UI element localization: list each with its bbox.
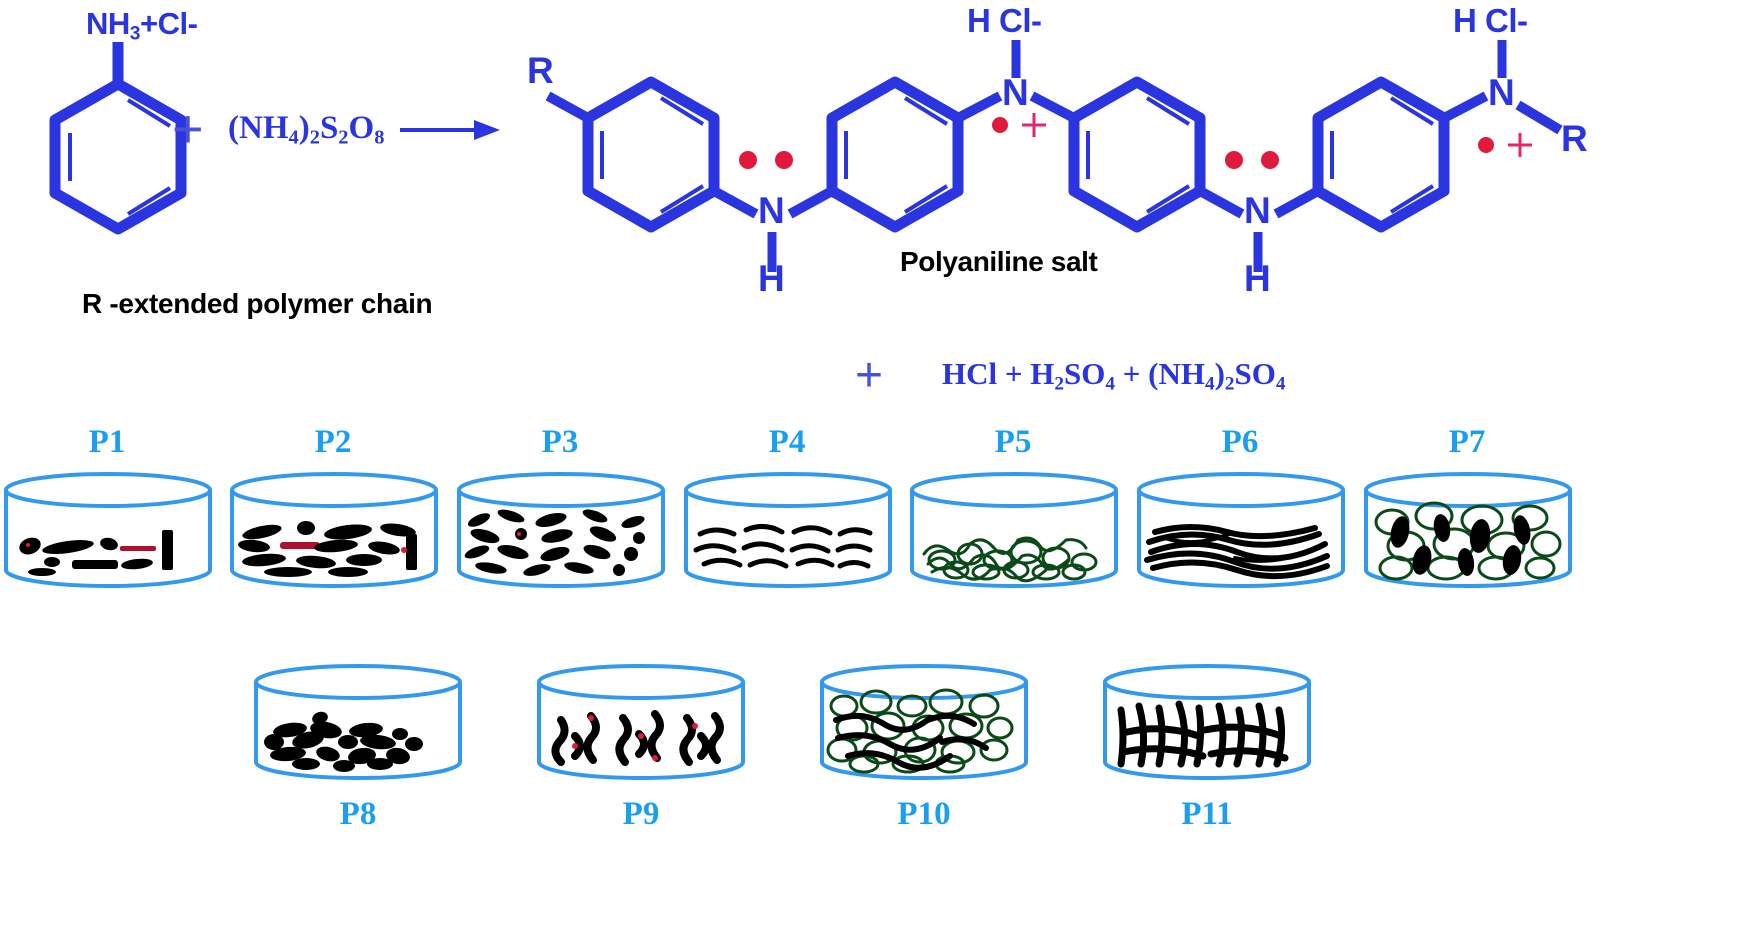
polymer-ring-d	[1312, 40, 1563, 233]
dish-contents-p11	[1117, 700, 1289, 768]
sample-label-p11: P11	[1181, 796, 1233, 832]
sample-dish-p4[interactable]	[682, 468, 894, 598]
dish-outline-p5	[910, 472, 1118, 588]
sample-label-p1: P1	[88, 424, 126, 460]
hydrogen-atom-1: H	[758, 258, 785, 299]
positive-charge-n2	[1022, 113, 1046, 137]
dish-outline-p4	[684, 472, 892, 588]
byproduct-plus-sign: +	[855, 349, 884, 402]
radical-dot-n4	[1478, 137, 1494, 153]
dish-contents-p10-coils	[826, 688, 1014, 774]
dish-contents-p6	[1144, 524, 1330, 580]
polyaniline-salt-label: Polyaniline salt	[900, 246, 1098, 277]
dish-outline-p8	[254, 664, 462, 780]
radical-dot-n2	[992, 117, 1008, 133]
sample-dish-p9[interactable]	[535, 660, 747, 790]
hcl-counterion-2: H Cl-	[1453, 2, 1528, 39]
dish-contents-p10-fibers	[833, 712, 989, 771]
dish-contents-p5	[922, 536, 1098, 583]
sample-label-p3: P3	[541, 424, 579, 460]
reaction-arrow	[400, 120, 500, 140]
aniline-ring	[49, 42, 187, 235]
dish-outline-p2	[230, 472, 438, 588]
dish-contents-p2	[238, 521, 417, 577]
sample-dish-p2[interactable]	[228, 468, 440, 598]
dish-contents-p3	[464, 509, 645, 576]
hydrogen-atom-3: H	[1244, 258, 1271, 299]
positive-charge-n4	[1508, 133, 1532, 157]
sample-dish-p10[interactable]	[818, 660, 1030, 790]
nitrogen-atom-4: N	[1488, 72, 1515, 113]
nitrogen-atom-2: N	[1002, 72, 1029, 113]
polymer-ring-a	[545, 76, 835, 272]
sample-label-p2: P2	[314, 424, 352, 460]
sample-dish-p6[interactable]	[1135, 468, 1347, 598]
aniline-hydrochloride-label: NH3+Cl-	[86, 6, 198, 45]
sample-label-p6: P6	[1221, 424, 1259, 460]
hcl-counterion-1: H Cl-	[967, 2, 1042, 39]
sample-label-p10: P10	[897, 796, 951, 832]
lone-pair-dots-n1	[739, 151, 793, 169]
sample-label-p5: P5	[994, 424, 1032, 460]
dish-outline-p6	[1137, 472, 1345, 588]
dish-contents-p1	[19, 530, 173, 576]
byproducts-label: HCl + H2SO4 + (NH4)2SO4	[942, 356, 1286, 395]
dish-contents-p8	[264, 711, 423, 772]
dish-outline-p3	[457, 472, 665, 588]
dish-outline-p1	[4, 472, 212, 588]
reactant-plus-sign: +	[172, 99, 204, 159]
r-group-left-label: R	[527, 50, 554, 91]
sample-dish-p7[interactable]	[1362, 468, 1574, 598]
nitrogen-atom-1: N	[758, 190, 785, 231]
dish-contents-p9-dots	[572, 715, 698, 761]
dish-contents-p7-grains	[1390, 514, 1531, 576]
sample-dish-p1[interactable]	[2, 468, 214, 598]
ammonium-persulfate-label: (NH4)2S2O8	[228, 110, 385, 149]
dish-outline-p9	[537, 664, 745, 780]
reaction-scheme-svg	[49, 40, 1563, 272]
nitrogen-atom-3: N	[1244, 190, 1271, 231]
sample-dish-p8[interactable]	[252, 660, 464, 790]
sample-dish-p3[interactable]	[455, 468, 667, 598]
dish-outline-p11	[1103, 664, 1311, 780]
lone-pair-dots-n3	[1225, 151, 1279, 169]
dish-contents-p6-strokes	[1163, 532, 1309, 563]
sample-label-p9: P9	[622, 796, 660, 832]
sample-label-p8: P8	[339, 796, 377, 832]
r-extended-chain-note: R -extended polymer chain	[82, 288, 433, 319]
polymer-ring-b	[826, 40, 1077, 233]
dish-outline-p7	[1364, 472, 1572, 588]
sample-dish-p5[interactable]	[908, 468, 1120, 598]
r-group-right-label: R	[1561, 118, 1588, 159]
dish-contents-p4	[693, 524, 873, 569]
polymer-ring-c	[1068, 76, 1321, 272]
sample-label-p7: P7	[1448, 424, 1486, 460]
sample-label-p4: P4	[768, 424, 806, 460]
dish-contents-p9	[551, 710, 724, 766]
sample-dish-p11[interactable]	[1101, 660, 1313, 790]
